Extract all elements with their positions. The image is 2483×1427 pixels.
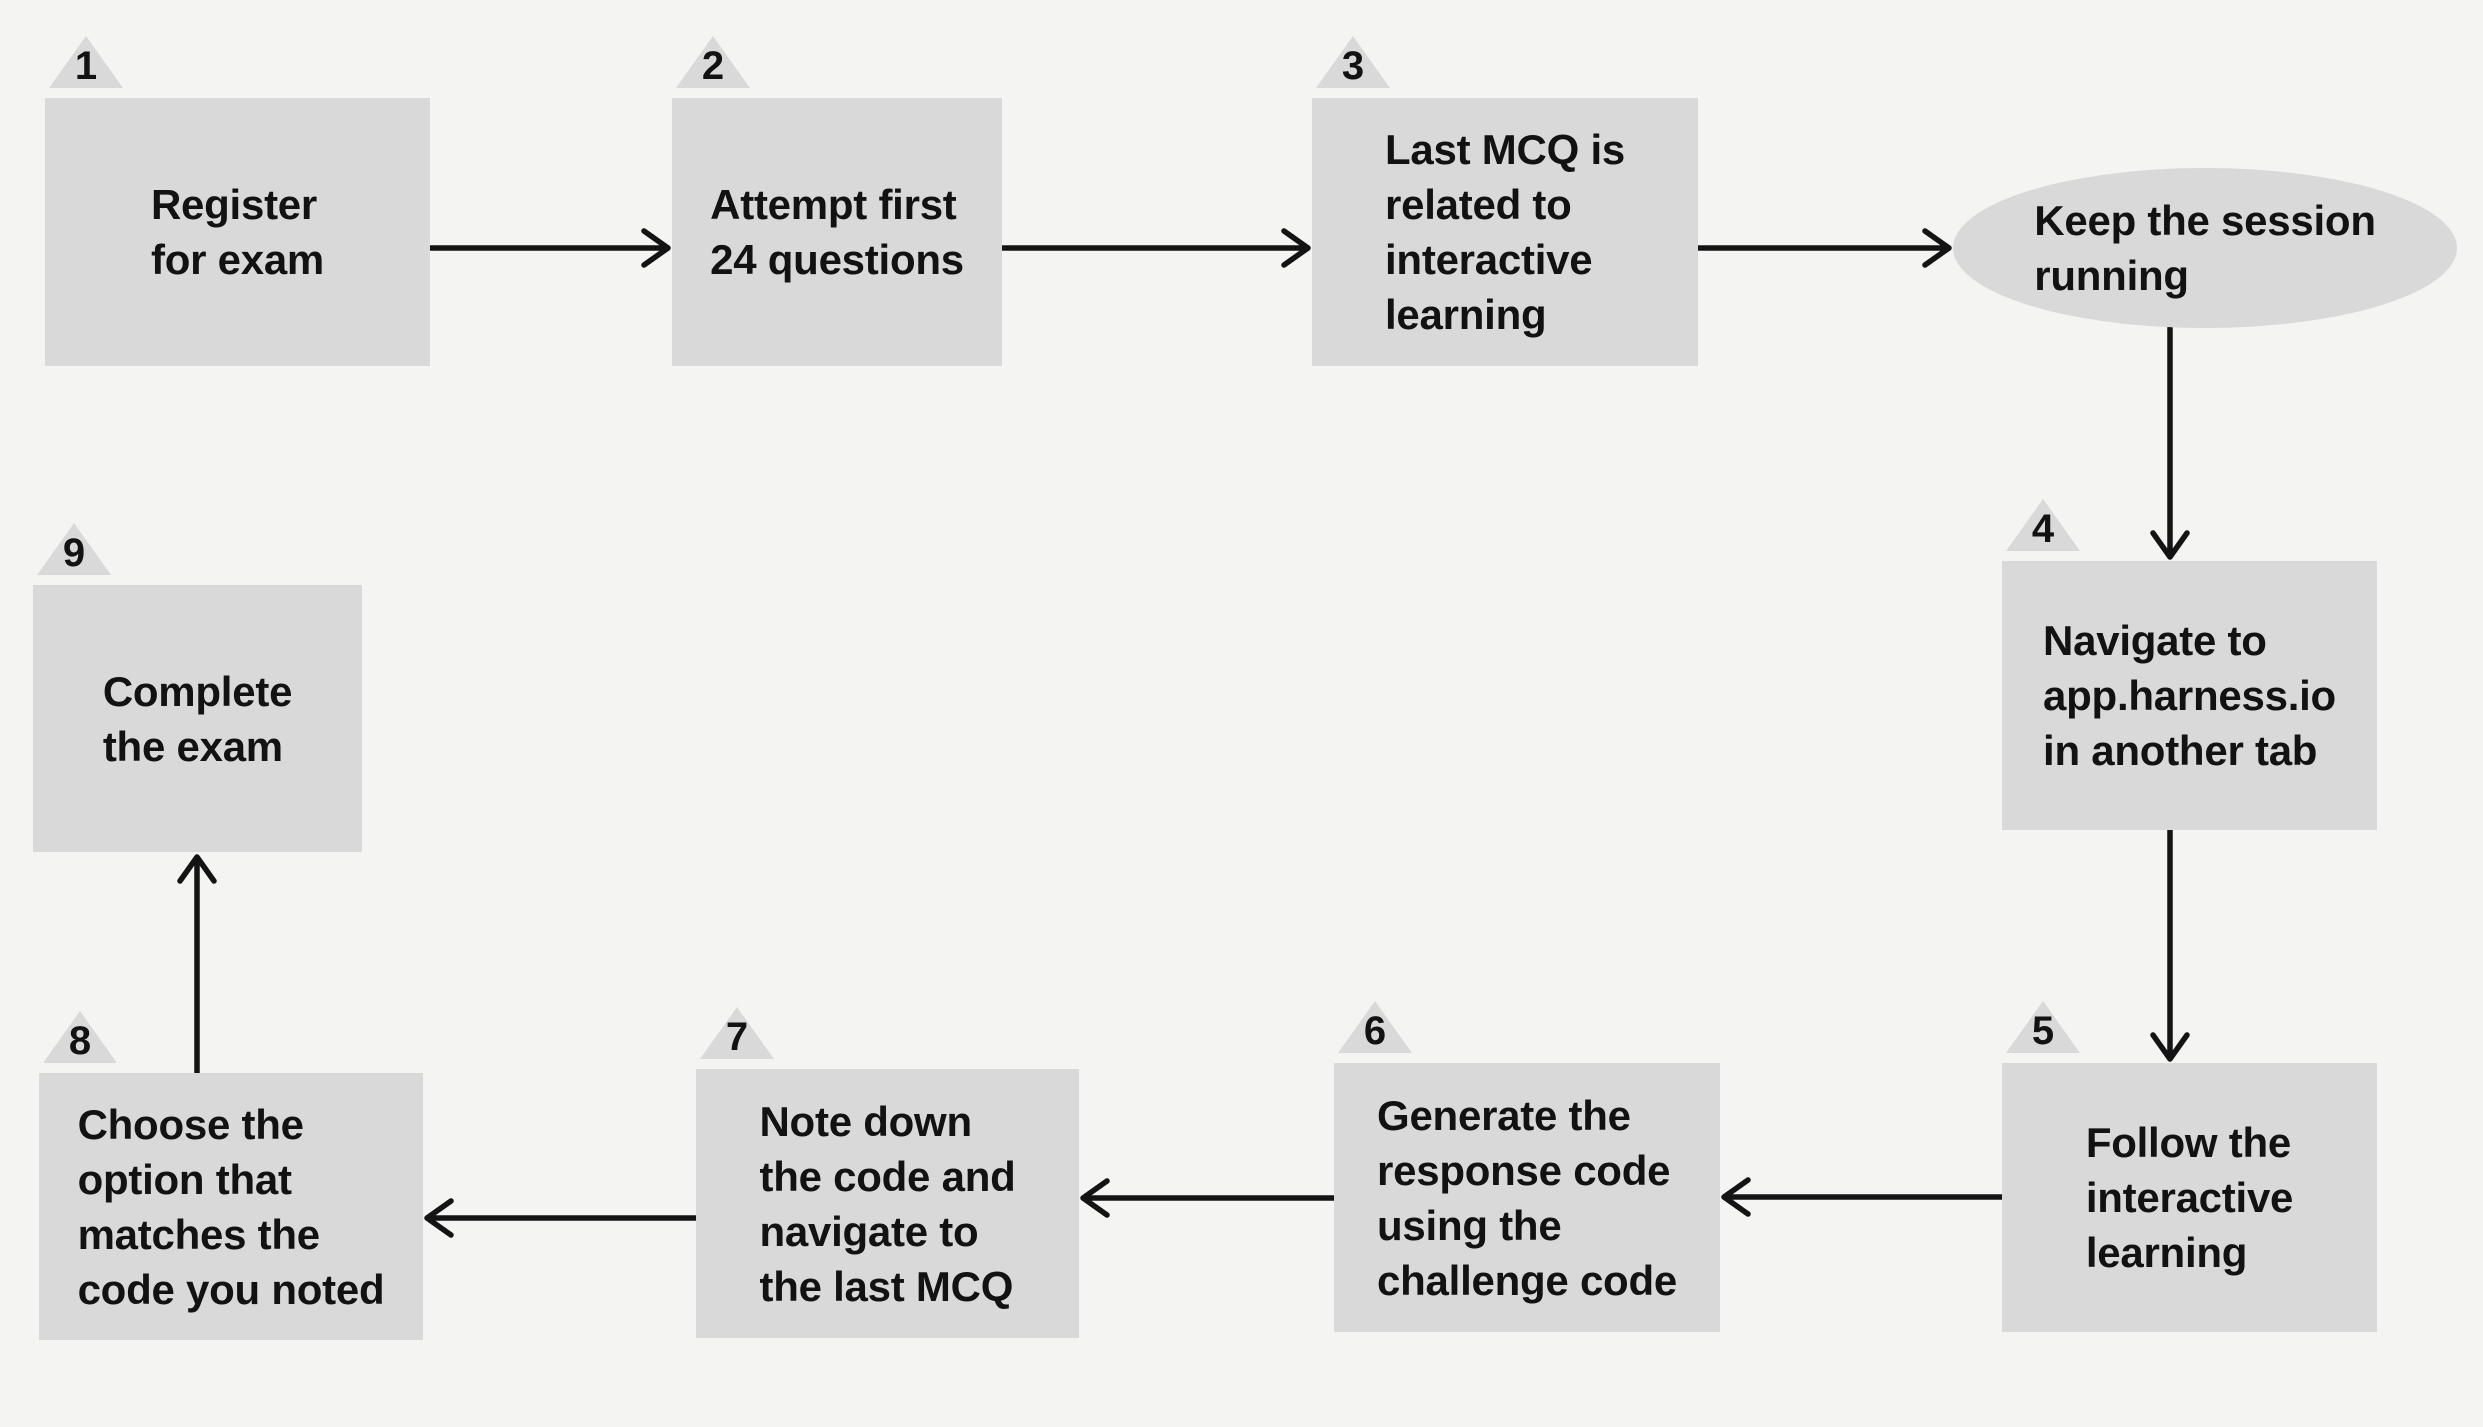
- node-step-9: 9 Complete the exam: [33, 523, 362, 852]
- step-8-label: Choose the option that matches the code …: [78, 1097, 385, 1317]
- step-5-line-3: learning: [2085, 1229, 2248, 1276]
- step-4-line-3: in another tab: [2043, 727, 2318, 774]
- step-6-triangle-badge: 6: [1338, 1001, 1412, 1053]
- step-7-line-4: the last MCQ: [759, 1262, 1014, 1310]
- step-9-number: 9: [62, 531, 86, 575]
- step-4-triangle-badge: 4: [2006, 499, 2080, 551]
- step-4-line-2: app.harness.io: [2043, 672, 2336, 719]
- step-4-line-1: Navigate to: [2043, 617, 2267, 664]
- step-2-triangle-badge: 2: [676, 36, 750, 88]
- step-5-line-2: interactive: [2085, 1174, 2294, 1221]
- step-3-line-1: Last MCQ is: [1385, 126, 1625, 173]
- arrow-step3-keep-session: [1695, 228, 1952, 268]
- step-8-line-4: code you noted: [77, 1265, 385, 1313]
- step-8-line-3: matches the: [77, 1210, 321, 1258]
- node-step-1: 1 Register for exam: [45, 36, 430, 366]
- step-9-line-1: Complete: [102, 667, 293, 715]
- node-step-4: 4 Navigate to app.harness.io in another …: [2002, 499, 2377, 830]
- step-1-line-1: Register: [150, 181, 318, 228]
- step-6-line-1: Generate the: [1377, 1091, 1631, 1139]
- step-5-line-1: Follow the: [2085, 1119, 2291, 1166]
- step-6-label: Generate the response code using the cha…: [1377, 1088, 1677, 1308]
- step-3-label: Last MCQ is related to interactive learn…: [1385, 122, 1625, 342]
- keep-session-label: Keep the session running: [2034, 193, 2376, 303]
- keep-session-line-2: running: [2034, 252, 2189, 299]
- arrow-step8-step9: [177, 854, 217, 1076]
- node-step-6: 6 Generate the response code using the c…: [1334, 1001, 1720, 1332]
- step-2-line-2: 24 questions: [710, 236, 964, 283]
- step-6-line-2: response code: [1377, 1146, 1671, 1194]
- step-6-line-4: challenge code: [1377, 1256, 1677, 1304]
- step-4-label: Navigate to app.harness.io in another ta…: [2043, 613, 2336, 778]
- node-keep-session: Keep the session running: [1953, 168, 2457, 328]
- arrow-step4-step5: [2150, 827, 2190, 1062]
- step-1-line-2: for exam: [150, 236, 325, 283]
- arrow-keep-session-step4: [2150, 325, 2190, 560]
- step-8-line-2: option that: [77, 1155, 292, 1203]
- step-2-label: Attempt first 24 questions: [710, 177, 964, 287]
- step-7-line-1: Note down: [759, 1097, 972, 1145]
- node-step-7: 7 Note down the code and navigate to the…: [696, 1007, 1079, 1338]
- step-9-line-2: the exam: [102, 722, 283, 770]
- step-7-triangle-badge: 7: [700, 1007, 774, 1059]
- node-step-5: 5 Follow the interactive learning: [2002, 1001, 2377, 1332]
- step-1-label: Register for exam: [151, 177, 324, 287]
- step-3-triangle-badge: 3: [1316, 36, 1390, 88]
- node-step-3: 3 Last MCQ is related to interactive lea…: [1312, 36, 1698, 366]
- step-4-number: 4: [2031, 507, 2055, 551]
- step-6-number: 6: [1363, 1009, 1387, 1053]
- step-8-number: 8: [68, 1019, 92, 1063]
- step-7-line-2: the code and: [759, 1152, 1016, 1200]
- node-step-2: 2 Attempt first 24 questions: [672, 36, 1002, 366]
- step-5-label: Follow the interactive learning: [2085, 1115, 2294, 1280]
- keep-session-line-1: Keep the session: [2034, 197, 2376, 244]
- step-3-line-3: interactive: [1385, 236, 1593, 283]
- step-9-label: Complete the exam: [102, 664, 293, 774]
- step-5-number: 5: [2031, 1009, 2055, 1053]
- arrow-step6-step7: [1080, 1178, 1337, 1218]
- step-3-line-2: related to: [1385, 181, 1572, 228]
- step-8-line-1: Choose the: [77, 1100, 304, 1148]
- step-7-number: 7: [725, 1015, 749, 1059]
- step-7-line-3: navigate to: [759, 1207, 979, 1255]
- arrow-step7-step8: [424, 1198, 699, 1238]
- arrow-step5-step6: [1721, 1177, 2005, 1217]
- arrow-step2-step3: [999, 228, 1311, 268]
- step-1-triangle-badge: 1: [49, 36, 123, 88]
- step-8-triangle-badge: 8: [43, 1011, 117, 1063]
- step-9-triangle-badge: 9: [37, 523, 111, 575]
- step-5-triangle-badge: 5: [2006, 1001, 2080, 1053]
- step-6-line-3: using the: [1377, 1201, 1562, 1249]
- step-2-number: 2: [701, 44, 725, 88]
- arrow-step1-step2: [427, 228, 671, 268]
- step-3-line-4: learning: [1385, 291, 1547, 338]
- step-3-number: 3: [1341, 44, 1365, 88]
- step-7-label: Note down the code and navigate to the l…: [759, 1094, 1015, 1314]
- step-1-number: 1: [74, 44, 98, 88]
- node-step-8: 8 Choose the option that matches the cod…: [39, 1011, 423, 1340]
- step-2-line-1: Attempt first: [710, 181, 957, 228]
